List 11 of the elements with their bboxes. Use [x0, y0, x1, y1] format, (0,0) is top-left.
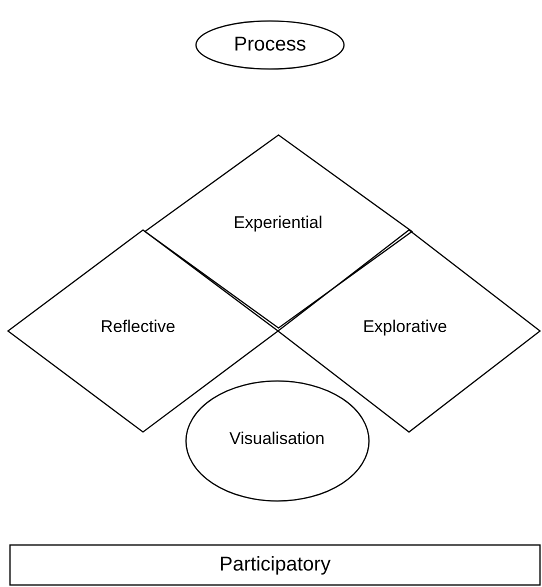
process-ellipse	[195, 20, 345, 70]
node-label: Visualisation	[229, 429, 325, 449]
node-label: Process	[234, 34, 306, 56]
node-label: Explorative	[362, 317, 448, 337]
circle	[185, 380, 370, 502]
node-label: Experiential	[234, 213, 322, 233]
node-label: Reflective	[100, 317, 176, 337]
rectangle	[10, 545, 540, 585]
diamond	[8, 230, 278, 432]
diamond	[278, 230, 540, 432]
node-label: Participatory	[219, 554, 331, 576]
